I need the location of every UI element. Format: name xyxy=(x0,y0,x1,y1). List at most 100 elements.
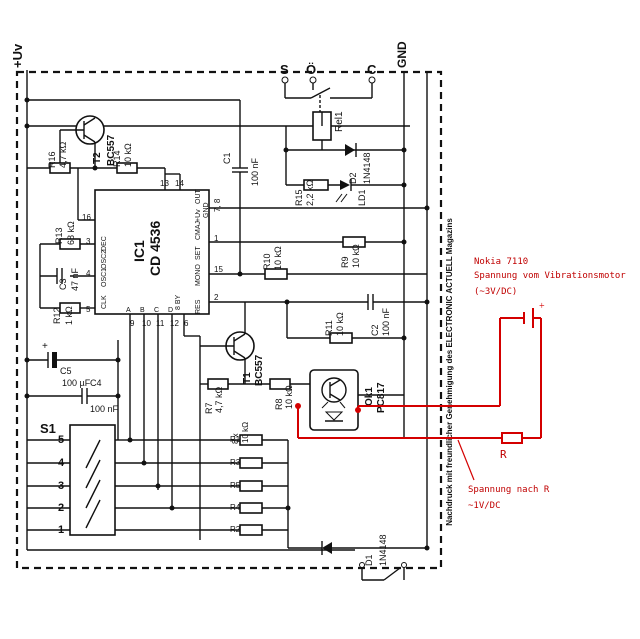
transistor-t1 xyxy=(200,302,255,384)
dip-switch-s1 xyxy=(27,424,200,536)
r13-value: 68 kΩ xyxy=(66,221,76,245)
ic1-pin-dec: DEC xyxy=(101,236,108,251)
d1-name: D1 xyxy=(364,554,374,566)
r14-value: 10 kΩ xyxy=(123,143,133,167)
ic1-pin-a: A xyxy=(126,307,131,314)
r10-value: 10 kΩ xyxy=(273,246,283,270)
ic1-pin-cmaj: CMAJ xyxy=(195,221,202,240)
c2-name: C2 xyxy=(370,324,380,336)
t2-name: T2 xyxy=(92,152,103,164)
r16-value: 4,7 kΩ xyxy=(58,141,68,168)
c4-name: C4 xyxy=(90,378,102,388)
annotation-motor-voltage: (~3V/DC) xyxy=(474,287,517,297)
supply-plus-label: +Uv xyxy=(10,43,25,68)
resistor-r15 xyxy=(303,179,329,191)
d1-type: 1N4148 xyxy=(378,534,388,566)
ic1-pinnum-1: 1 xyxy=(214,234,219,243)
ic1-pinnum-12: 12 xyxy=(170,319,179,328)
r8-name: R8 xyxy=(274,398,284,410)
ic1-pinnum-6: 6 xyxy=(184,319,189,328)
ld1-name: LD1 xyxy=(357,189,367,206)
transistor-t2 xyxy=(60,115,105,168)
ic1-pinnum-13: 13 xyxy=(160,179,169,188)
annotation-motor-supply: Spannung vom Vibrationsmotor xyxy=(474,271,626,281)
optocoupler-ok1 xyxy=(309,369,359,431)
s1-pos-5: 5 xyxy=(58,434,64,446)
s1-pos-2: 2 xyxy=(58,502,64,514)
ic1-pinnum-15: 15 xyxy=(214,265,223,274)
relay-c-label: C xyxy=(367,62,377,77)
r12-value: 1 kΩ xyxy=(64,306,74,325)
c1-value: 100 nF xyxy=(250,157,260,186)
ic1-pin-mono: MONO xyxy=(195,264,202,286)
ic1-pinnum-10: 10 xyxy=(142,319,151,328)
diode-d1 xyxy=(288,541,427,555)
annotation-phone: Nokia 7110 xyxy=(474,257,528,267)
diode-d2 xyxy=(345,143,357,157)
svg-text:+: + xyxy=(539,301,545,312)
r11-name: R11 xyxy=(324,320,334,336)
t2-type: BC557 xyxy=(106,134,117,166)
ic1-pinnum-2: 2 xyxy=(214,293,219,302)
resistor-array xyxy=(130,434,289,548)
ic1-pinnum-7-8: 7, 8 xyxy=(213,198,222,212)
ic1-pin-osc2: OSC2 xyxy=(101,250,108,269)
enclosure-outline xyxy=(15,70,443,570)
t1-name: T1 xyxy=(242,372,253,384)
c5-name: C5 xyxy=(60,366,72,376)
capacitor-c4 xyxy=(27,388,118,404)
rarray-r1: R1 xyxy=(230,435,241,444)
annotation-after-r: Spannung nach R xyxy=(468,485,550,495)
r13-name: R13 xyxy=(54,227,64,244)
rarray-value: 10 kΩ xyxy=(241,422,250,443)
s1-name: S1 xyxy=(40,421,56,436)
d2-type: 1N4148 xyxy=(362,152,372,184)
junction-dots xyxy=(24,97,430,551)
r7-name: R7 xyxy=(204,402,214,414)
r7-value: 4,7 kΩ xyxy=(214,386,224,413)
ic1-pin-c: C xyxy=(154,307,159,314)
ok1-name: Ok1 xyxy=(364,387,375,406)
ic1-pin-clk: CLK xyxy=(101,295,108,309)
ic1-pin-d: D xyxy=(168,307,173,314)
ic1-package xyxy=(94,189,210,315)
r14-name: R14 xyxy=(112,150,122,167)
relay-name-label: Rel1 xyxy=(334,111,345,132)
c5-value: 100 µF xyxy=(62,378,91,388)
r15-name: R15 xyxy=(294,189,304,206)
c1-name: C1 xyxy=(222,152,232,164)
ic1-pinnum-16: 16 xyxy=(82,213,91,222)
ic1-pinnum-11: 11 xyxy=(156,319,165,328)
ic1-pin-vdd: +Uv xyxy=(195,209,202,222)
resistor-r13 xyxy=(59,238,81,250)
ic1-pinnum-3: 3 xyxy=(86,237,91,246)
rarray-r2: R2 xyxy=(230,525,241,534)
s1-pos-4: 4 xyxy=(58,457,65,469)
annotation-resistor-r xyxy=(501,432,523,444)
rarray-r5: R5 xyxy=(230,481,241,490)
ic1-pin-gnd: GND xyxy=(203,202,210,218)
ic1-pin-out: OUT xyxy=(195,189,202,205)
r15-value: 2,2 kΩ xyxy=(305,179,315,206)
relay-o-label: Ö xyxy=(306,62,316,77)
annotation-after-r-voltage: ~1V/DC xyxy=(468,501,501,511)
r10-name: R10 xyxy=(262,253,272,270)
ic1-part: CD 4536 xyxy=(147,221,163,276)
ic1-pin-8by: 8 BY xyxy=(175,294,182,310)
r16-name: R16 xyxy=(47,151,57,168)
red-wiring: + xyxy=(295,301,545,481)
s1-pos-3: 3 xyxy=(58,480,64,492)
ic1-pin-osc1: OSC1 xyxy=(101,268,108,287)
r12-name: R12 xyxy=(52,307,62,324)
ic1-pinnum-4: 4 xyxy=(86,269,91,278)
t1-type: BC557 xyxy=(254,354,265,386)
ok1-type: PC817 xyxy=(376,382,387,413)
ic1-pin-res: RES xyxy=(195,299,202,314)
c2-value: 100 nF xyxy=(381,307,391,336)
annotation-resistor-label: R xyxy=(500,448,507,461)
c3-name: C3 xyxy=(58,278,68,290)
relay-s-label: S xyxy=(280,62,289,77)
s1-pos-1: 1 xyxy=(58,524,64,536)
